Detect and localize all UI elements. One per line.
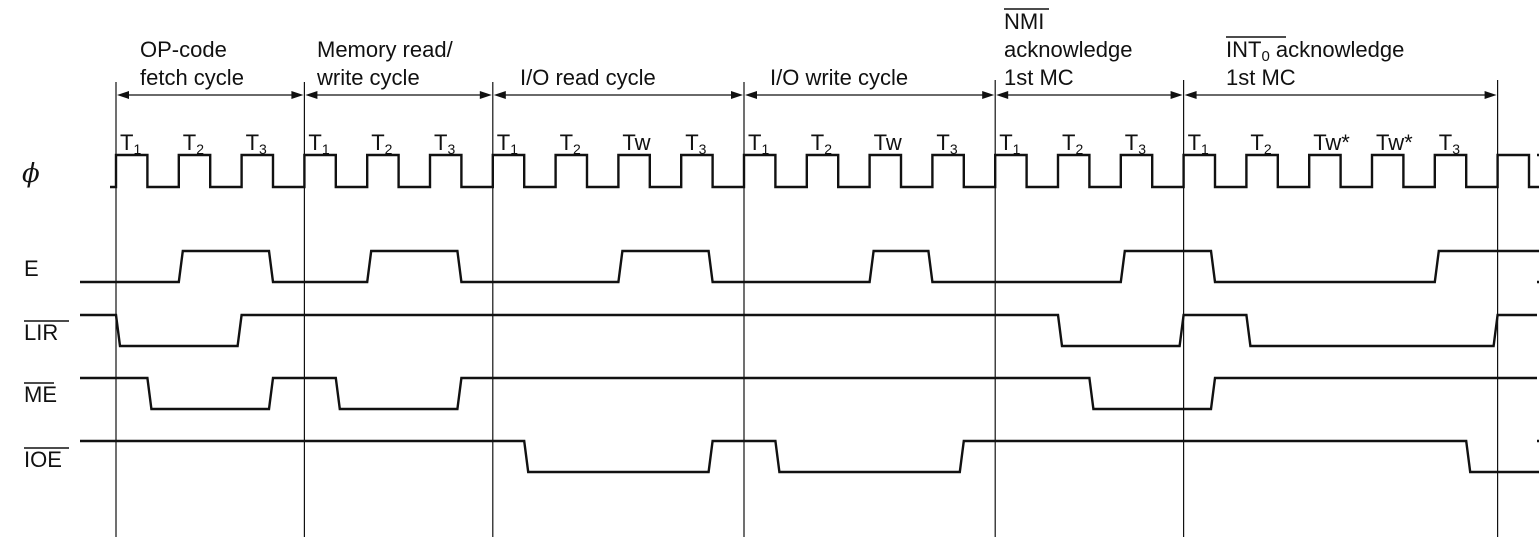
- cycle-span-arrows: [117, 91, 1497, 99]
- t-state-label: T3: [1439, 130, 1460, 157]
- t-state-label: T1: [999, 130, 1020, 157]
- arrow-head-left: [305, 91, 318, 99]
- arrow-head-left: [996, 91, 1009, 99]
- waveform-e: [80, 249, 1539, 284]
- signal-label-e: E: [24, 256, 39, 281]
- t-state-label: T2: [1062, 130, 1083, 157]
- t-state-label: T1: [748, 130, 769, 157]
- signal-label-me: ME: [24, 382, 57, 407]
- cycle-label-line: INT0 acknowledge: [1226, 37, 1404, 65]
- t-state-label: T3: [434, 130, 455, 157]
- cycle-label-line: NMI: [1004, 9, 1044, 34]
- signal-label-ioe: IOE: [24, 447, 62, 472]
- t-state-label: T3: [685, 130, 706, 157]
- cycle-label-line: acknowledge: [1004, 37, 1132, 62]
- cycle-labels: OP-code fetch cycle Memory read/write cycl…: [140, 8, 1404, 90]
- cycle-label-line: 1st MC: [1226, 65, 1296, 90]
- t-state-label: T1: [120, 130, 141, 157]
- t-state-label: T2: [371, 130, 392, 157]
- t-state-label: T3: [246, 130, 267, 157]
- arrow-head-left: [745, 91, 757, 99]
- arrow-head-right: [731, 91, 743, 99]
- cycle-label-line: fetch cycle: [140, 65, 244, 90]
- t-state-label: Tw*: [1313, 130, 1350, 155]
- arrow-head-left: [493, 91, 506, 99]
- waveform-ϕ: [110, 153, 1539, 189]
- t-state-label: T1: [497, 130, 518, 157]
- t-state-label: T3: [1125, 130, 1146, 157]
- signal-label-ϕ: ϕ: [22, 159, 40, 189]
- cycle-label-line: 1st MC: [1004, 65, 1074, 90]
- t-state-label: T1: [308, 130, 329, 157]
- arrow-head-right: [1170, 91, 1183, 99]
- t-state-label: T1: [1188, 130, 1209, 157]
- waveform-lir: [80, 313, 1537, 348]
- t-state-label: T2: [811, 130, 832, 157]
- cycle-label-line: I/O read cycle: [520, 65, 656, 90]
- t-state-labels: T1 T2 T3 T1 T2 T3 T1 T2 Tw T3 T1 T2 Tw T3 T1 T2 T3 T1 T2 Tw…: [120, 130, 1460, 157]
- t-state-label: Tw: [622, 130, 650, 155]
- cycle-label-line: Memory read/: [317, 37, 454, 62]
- signal-label-lir: LIR: [24, 320, 58, 345]
- cycle-label-line: OP-code: [140, 37, 227, 62]
- t-state-label: Tw: [874, 130, 902, 155]
- t-state-label: Tw*: [1376, 130, 1413, 155]
- arrow-head-right: [479, 91, 492, 99]
- waveforms: [80, 153, 1539, 474]
- cycle-label-line: write cycle: [316, 65, 420, 90]
- waveform-me: [80, 376, 1537, 411]
- arrow-head-left: [1184, 91, 1197, 99]
- arrow-head-right: [982, 91, 995, 99]
- signal-labels: ϕE LIR ME IOE: [22, 159, 69, 472]
- arrow-head-left: [117, 91, 129, 99]
- arrow-head-right: [1484, 91, 1497, 99]
- cycle-label-line: I/O write cycle: [770, 65, 908, 90]
- t-state-label: T2: [560, 130, 581, 157]
- t-state-label: T2: [1250, 130, 1271, 157]
- t-state-label: T3: [936, 130, 957, 157]
- arrow-head-right: [291, 91, 304, 99]
- t-state-label: T2: [183, 130, 204, 157]
- waveform-ioe: [80, 439, 1539, 474]
